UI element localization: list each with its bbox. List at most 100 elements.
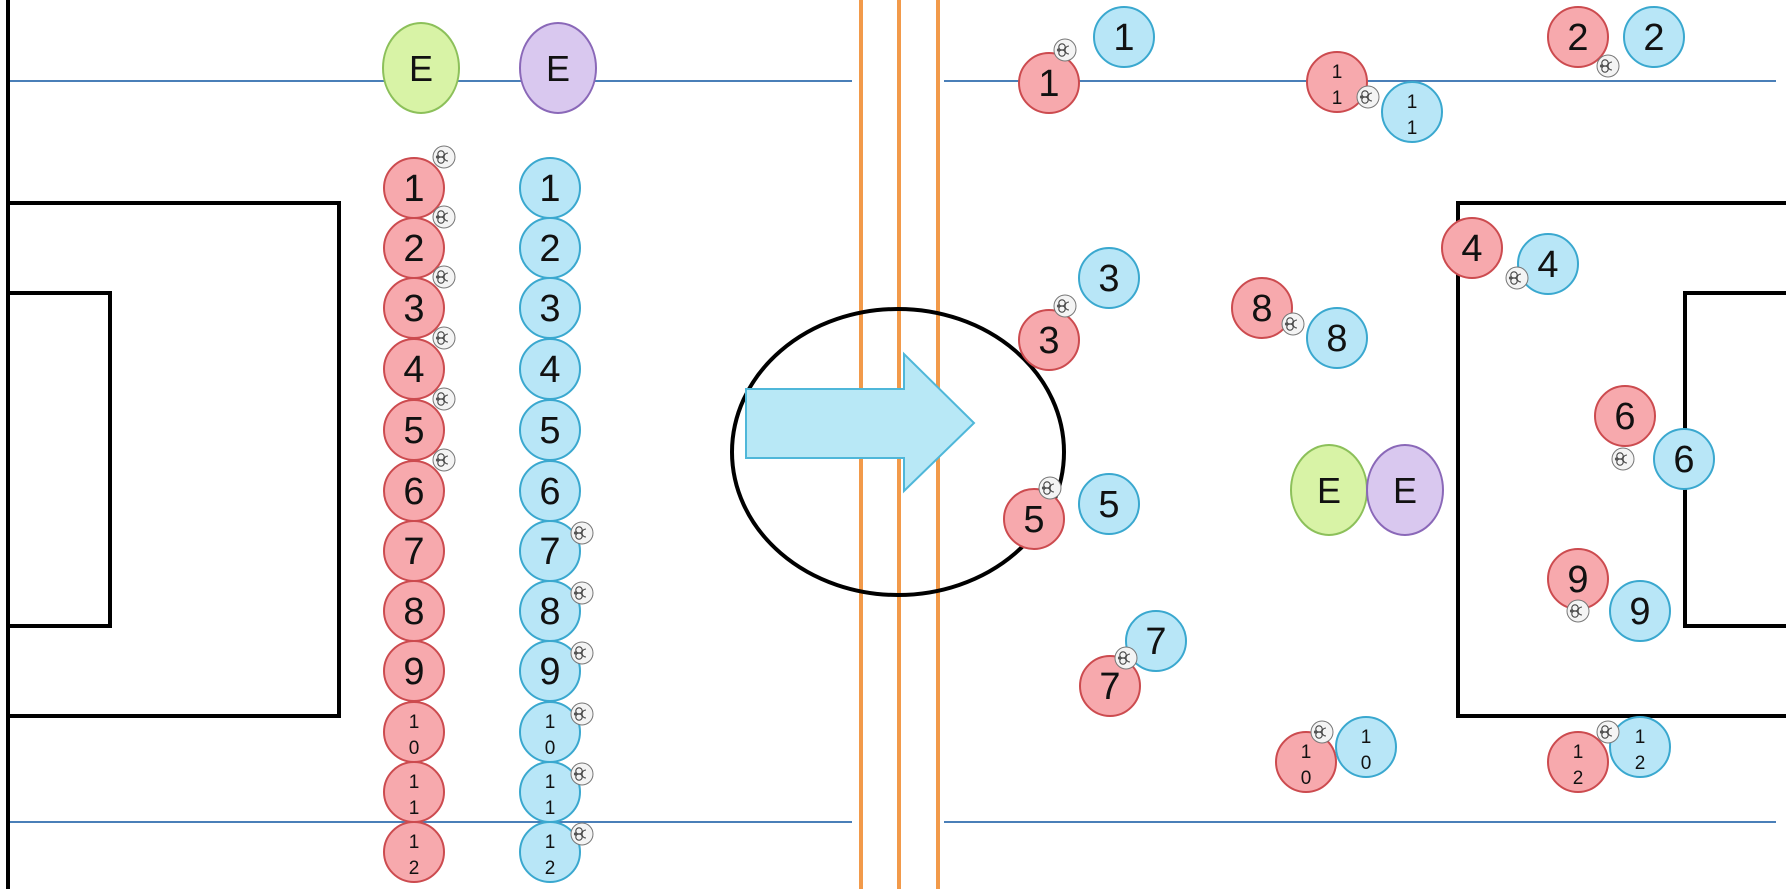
center-circle xyxy=(730,307,1066,597)
soccer-ball-icon xyxy=(570,702,594,726)
field-blue-player-8: 8 xyxy=(1306,307,1368,369)
player-number: 4 xyxy=(1537,244,1558,286)
soccer-ball-icon xyxy=(1281,312,1305,336)
coach-purple-right: E xyxy=(1366,444,1444,536)
player-number: 2 xyxy=(539,228,560,270)
player-number: 5 xyxy=(539,410,560,452)
field-blue-player-7: 7 xyxy=(1125,610,1187,672)
player-number: 5 xyxy=(1023,499,1044,541)
field-blue-player-6: 6 xyxy=(1653,428,1715,490)
field-red-player-7: 7 xyxy=(1079,655,1141,717)
field-red-player-4: 4 xyxy=(1441,217,1503,279)
player-number: 6 xyxy=(539,471,560,513)
player-number: 6 xyxy=(1673,439,1694,481)
player-number: 8 xyxy=(1326,318,1347,360)
blue-player-5: 5 xyxy=(519,399,581,461)
field-red-player-2: 2 xyxy=(1547,6,1609,68)
field-red-player-1: 1 xyxy=(1018,52,1080,114)
left-pitch xyxy=(6,0,852,889)
player-number: 8 xyxy=(539,591,560,633)
player-number: 1 xyxy=(539,168,560,210)
player-number: 4 xyxy=(403,349,424,391)
blue-player-4: 4 xyxy=(519,338,581,400)
right-penalty-area xyxy=(1456,201,1786,718)
player-number: 2 xyxy=(1567,17,1588,59)
coach-label: E xyxy=(546,48,570,89)
player-number: 5 xyxy=(403,410,424,452)
player-number: 7 xyxy=(1099,666,1120,708)
soccer-ball-icon xyxy=(432,448,456,472)
soccer-ball-icon xyxy=(432,387,456,411)
player-number: 7 xyxy=(1145,621,1166,663)
player-number: 1 xyxy=(1038,63,1059,105)
coach-layer: E E E E xyxy=(382,22,1444,536)
red-player-3: 3 xyxy=(383,277,445,339)
coach-label: E xyxy=(1317,470,1341,511)
soccer-ball-icon xyxy=(1053,38,1077,62)
soccer-ball-icon xyxy=(1038,476,1062,500)
blue-player-2: 2 xyxy=(519,217,581,279)
red-player-1: 1 xyxy=(383,157,445,219)
blue-player-6: 6 xyxy=(519,460,581,522)
player-number: 9 xyxy=(403,651,424,693)
soccer-ball-icon xyxy=(432,265,456,289)
player-number: 1 xyxy=(1113,17,1134,59)
field-blue-player-5: 5 xyxy=(1078,473,1140,535)
coach-green-right: E xyxy=(1290,444,1368,536)
player-number: 2 xyxy=(1643,17,1664,59)
red-player-4: 4 xyxy=(383,338,445,400)
left-penalty-area xyxy=(8,201,341,718)
player-number: 5 xyxy=(1098,484,1119,526)
field-blue-player-4: 4 xyxy=(1517,233,1579,295)
blue-player-3: 3 xyxy=(519,277,581,339)
player-number: 9 xyxy=(1629,591,1650,633)
soccer-ball-icon xyxy=(570,581,594,605)
coach-label: E xyxy=(1393,470,1417,511)
red-player-9: 9 xyxy=(383,640,445,702)
red-player-5: 5 xyxy=(383,399,445,461)
player-number: 8 xyxy=(1251,288,1272,330)
field-red-player-9: 9 xyxy=(1547,548,1609,610)
coach-green-left: E xyxy=(382,22,460,114)
player-number: 7 xyxy=(539,531,560,573)
red-player-8: 8 xyxy=(383,580,445,642)
soccer-ball-icon xyxy=(570,641,594,665)
red-player-7: 7 xyxy=(383,520,445,582)
red-player-6: 6 xyxy=(383,460,445,522)
soccer-ball-icon xyxy=(1505,266,1529,290)
field-blue-player-3: 3 xyxy=(1078,247,1140,309)
field-red-player-8: 8 xyxy=(1231,277,1293,339)
soccer-ball-icon xyxy=(570,762,594,786)
soccer-ball-icon xyxy=(1611,447,1635,471)
soccer-ball-icon xyxy=(432,205,456,229)
soccer-ball-icon xyxy=(570,521,594,545)
soccer-ball-icon xyxy=(1114,646,1138,670)
blue-player-7: 7 xyxy=(519,520,581,582)
player-number: 2 xyxy=(403,228,424,270)
field-red-player-5: 5 xyxy=(1003,488,1065,550)
red-player-2: 2 xyxy=(383,217,445,279)
soccer-ball-icon xyxy=(1053,294,1077,318)
